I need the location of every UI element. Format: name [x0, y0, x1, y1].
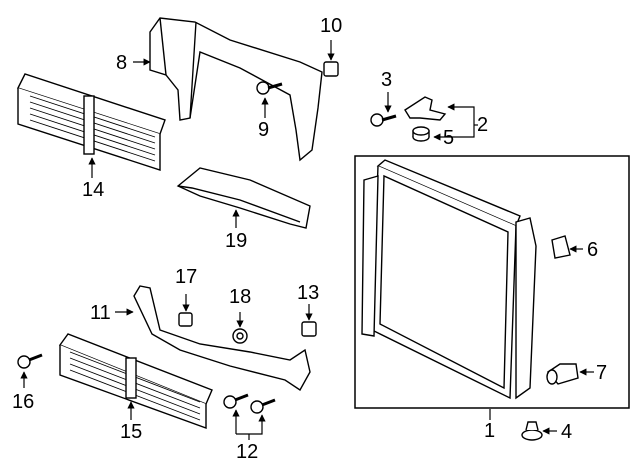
callout-12: 12	[236, 441, 259, 463]
callout-7: 7	[596, 362, 608, 384]
callout-10: 10	[320, 15, 343, 37]
clip-13-part	[301, 321, 317, 337]
callout-14: 14	[82, 179, 105, 201]
clip-6-part	[551, 235, 571, 259]
bolt-16-part	[17, 353, 43, 369]
callout-13: 13	[297, 282, 320, 304]
upper-baffle-part	[149, 17, 323, 162]
callout-3: 3	[381, 69, 393, 91]
radiator-part	[361, 159, 537, 400]
bolt-12b-part	[250, 398, 276, 414]
deflector-part	[176, 167, 311, 229]
bolt-12a-part	[223, 393, 249, 409]
callout-8: 8	[116, 52, 128, 74]
callout-18: 18	[229, 286, 252, 308]
callout-2: 2	[477, 114, 489, 136]
callout-1: 1	[484, 420, 496, 442]
upper-shutter-part	[17, 73, 166, 171]
bracket-part	[404, 96, 447, 121]
lower-shutter-part	[58, 333, 213, 429]
leader-lines	[20, 40, 594, 440]
callout-9: 9	[258, 119, 270, 141]
callout-17: 17	[175, 266, 198, 288]
clip-17-part	[178, 312, 193, 327]
lower-baffle-part	[133, 285, 311, 392]
grommet-part	[412, 126, 430, 142]
callout-5: 5	[443, 127, 455, 149]
bolt-9-part	[256, 81, 283, 95]
clip-nut-part	[323, 61, 339, 77]
callout-16: 16	[12, 391, 35, 413]
callout-6: 6	[587, 239, 599, 261]
nut-18-part	[232, 328, 248, 344]
callout-15: 15	[120, 421, 143, 443]
callout-11: 11	[90, 302, 111, 324]
radiator-frame-box	[354, 155, 630, 409]
callout-4: 4	[561, 421, 573, 443]
plug-part	[521, 421, 543, 441]
fitting-part	[546, 363, 579, 385]
callout-19: 19	[225, 230, 248, 252]
bolt-3-part	[370, 113, 397, 127]
